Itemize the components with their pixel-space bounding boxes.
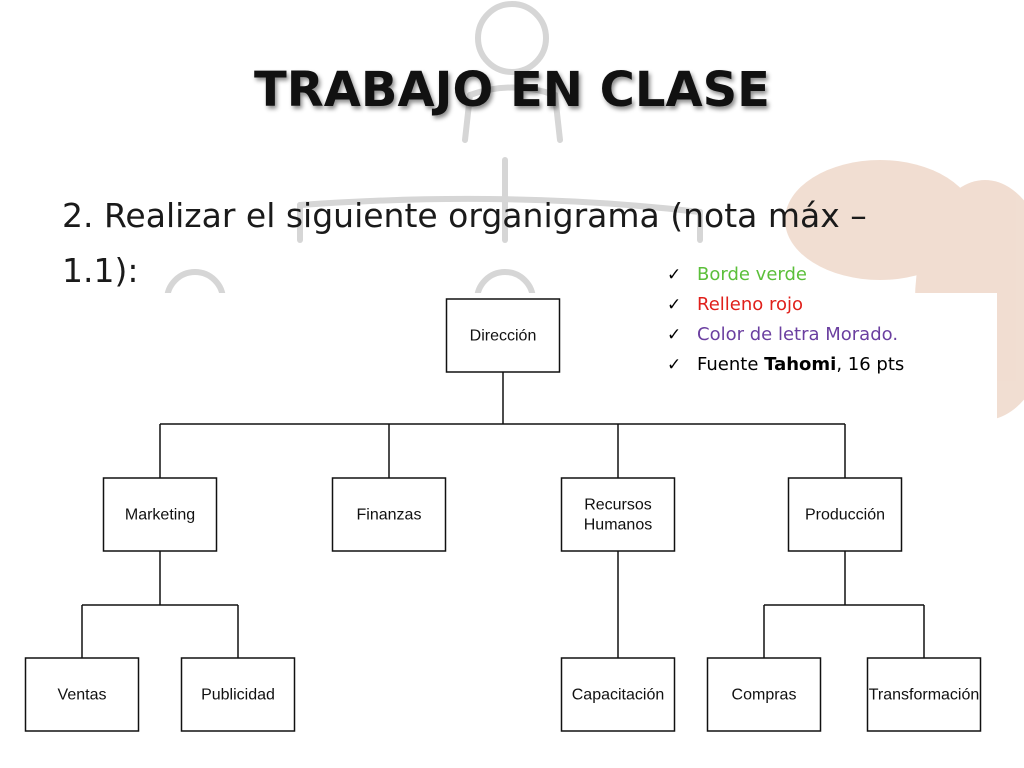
requirement-text: Color de letra Morado. [697, 324, 899, 345]
org-node-box [180, 657, 296, 732]
org-node-box [560, 477, 676, 552]
instruction-line-2: 1.1): [62, 251, 139, 290]
org-node-label: Publicidad [201, 687, 275, 704]
org-node-finanzas: Finanzas [331, 477, 447, 552]
check-icon: ✓ [667, 265, 682, 285]
check-icon: ✓ [667, 355, 682, 375]
org-node-compras: Compras [706, 657, 822, 732]
requirement-font-color: ✓ Color de letra Morado. [667, 320, 904, 350]
org-node-label: Recursos [584, 497, 652, 514]
requirement-font-name: Tahomi [764, 354, 837, 375]
org-node-label: Finanzas [357, 507, 422, 524]
org-node-transformacion: Transformación [866, 657, 982, 732]
org-node-label: Dirección [470, 328, 537, 345]
org-node-label: Capacitación [572, 687, 665, 704]
org-node-label: Humanos [584, 517, 652, 534]
requirement-suffix: , 16 pts [836, 354, 905, 375]
org-node-box [102, 477, 218, 552]
org-node-box [866, 657, 982, 732]
org-node-publicidad: Publicidad [180, 657, 296, 732]
org-node-box [560, 657, 676, 732]
requirement-border: ✓ Borde verde [667, 260, 904, 290]
requirement-text: Borde verde [697, 264, 807, 285]
org-node-label: Compras [732, 687, 797, 704]
org-node-label: Ventas [58, 687, 107, 704]
slide-title: TRABAJO EN CLASE [254, 62, 770, 118]
org-node-direccion: Dirección [445, 298, 561, 373]
instruction-line-1: 2. Realizar el siguiente organigrama (no… [62, 196, 867, 235]
org-node-box [331, 477, 447, 552]
org-node-produccion: Producción [787, 477, 903, 552]
requirement-fill: ✓ Relleno rojo [667, 290, 904, 320]
org-node-box [706, 657, 822, 732]
instruction-text: 2. Realizar el siguiente organigrama (no… [62, 188, 962, 298]
requirements-list: ✓ Borde verde ✓ Relleno rojo ✓ Color de let… [667, 260, 904, 380]
requirement-prefix: Fuente [697, 354, 765, 375]
org-node-label: Producción [805, 507, 885, 524]
org-node-label: Marketing [125, 507, 195, 524]
org-node-label: Transformación [869, 687, 980, 704]
org-node-box [787, 477, 903, 552]
org-node-ventas: Ventas [24, 657, 140, 732]
requirement-font: ✓ Fuente Tahomi, 16 pts [667, 350, 904, 380]
org-node-box [445, 298, 561, 373]
check-icon: ✓ [667, 295, 682, 315]
check-icon: ✓ [667, 325, 682, 345]
requirement-text: Relleno rojo [697, 294, 804, 315]
org-node-marketing: Marketing [102, 477, 218, 552]
org-node-capacitacion: Capacitación [560, 657, 676, 732]
org-node-box [24, 657, 140, 732]
